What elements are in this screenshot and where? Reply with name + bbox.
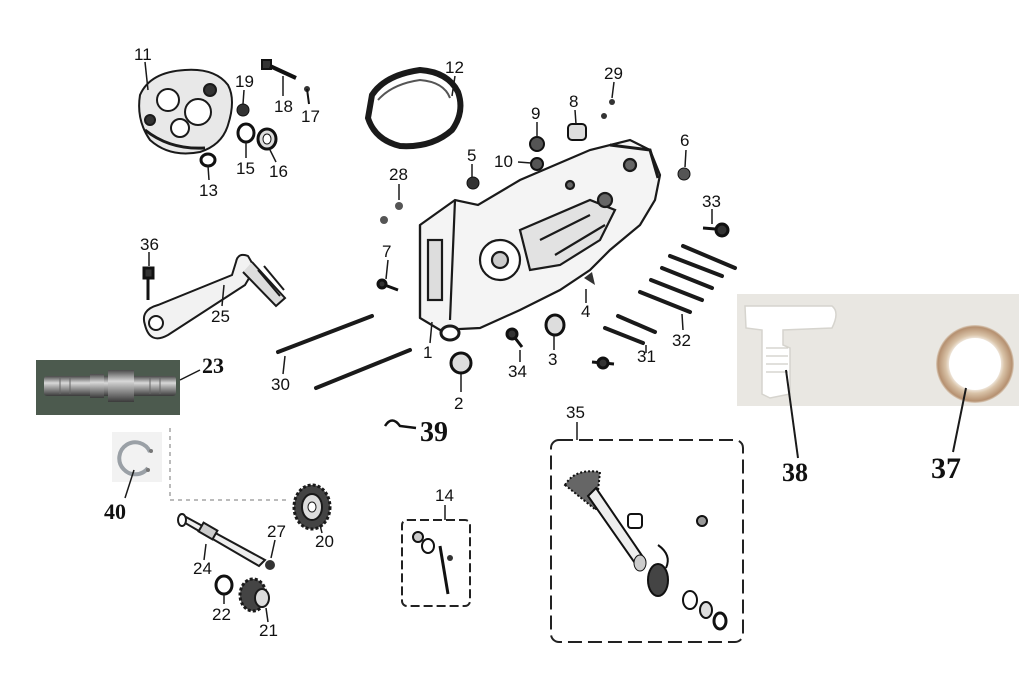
part-17-pin: [304, 86, 310, 105]
part-10-nut: [530, 157, 544, 171]
callout-14: 14: [435, 486, 454, 505]
callout-1: 1: [423, 343, 433, 362]
callout-15: 15: [236, 159, 255, 178]
callout-39: 39: [420, 417, 448, 448]
callout-16: 16: [269, 162, 288, 181]
callout-4: 4: [581, 302, 591, 321]
callout-24: 24: [193, 559, 212, 578]
part-11-cover: [138, 68, 233, 155]
part-30-studs: [276, 314, 412, 390]
part-7-bolt: [376, 278, 399, 292]
callout-32: 32: [672, 331, 691, 350]
callout-22: 22: [212, 605, 231, 624]
part-28-dowels: [380, 202, 403, 224]
part-33-bolt: [702, 222, 730, 238]
part-15-bearing: [236, 122, 256, 144]
part-22-washer: [214, 574, 234, 596]
part-24-shaft: [177, 513, 267, 568]
part-35-group-box: [550, 422, 744, 643]
callout-34: 34: [508, 362, 527, 381]
callout-37: 37: [931, 452, 961, 485]
callout-21: 21: [259, 621, 278, 640]
callout-38: 38: [782, 458, 808, 487]
callout-31: 31: [637, 347, 656, 366]
dashed-separator: [169, 428, 290, 501]
callout-40: 40: [104, 499, 126, 524]
callout-7: 7: [382, 242, 392, 261]
part-36-bolt: [142, 266, 155, 300]
photo-37-38: [737, 294, 1019, 406]
part-23-shaft-photo: [36, 360, 180, 415]
part-40-circlip-photo: [112, 432, 162, 482]
part-31-32-bolts: [603, 244, 737, 345]
callout-13: 13: [199, 181, 218, 200]
callout-11: 11: [134, 45, 152, 64]
part-3-seal: [544, 313, 566, 337]
part-1-crankcase: [418, 138, 662, 342]
part-5-plug: [466, 176, 480, 190]
part-19-nut: [236, 103, 250, 117]
part-34-bolt: [505, 327, 524, 348]
callout-27: 27: [267, 522, 286, 541]
part-25-kick-lever: [142, 253, 287, 340]
callout-33: 33: [702, 192, 721, 211]
callout-35: 35: [566, 403, 585, 422]
part-18-bolt: [261, 59, 297, 80]
leader-11: [144, 61, 149, 91]
part-21-gear: [238, 577, 270, 613]
callout-6: 6: [680, 131, 690, 150]
callout-29: 29: [604, 64, 623, 83]
callout-18: 18: [274, 97, 293, 116]
part-27-nut: [265, 560, 275, 570]
part-20-gear: [292, 483, 332, 531]
callout-9: 9: [531, 104, 541, 123]
callout-2: 2: [454, 394, 464, 413]
callout-12: 12: [445, 58, 464, 77]
part-2-bushing: [449, 351, 473, 375]
part-12-gasket: [364, 66, 464, 150]
callout-25: 25: [211, 307, 230, 326]
part-9-nut: [529, 136, 545, 152]
callout-8: 8: [569, 92, 579, 111]
callout-28: 28: [389, 165, 408, 184]
callout-19: 19: [235, 72, 254, 91]
callout-23: 23: [202, 353, 224, 378]
part-drain-screw: [591, 356, 615, 370]
callout-17: 17: [301, 107, 320, 126]
part-39-clip: [383, 419, 417, 430]
part-14-group-box: [401, 505, 471, 607]
callout-20: 20: [315, 532, 334, 551]
callout-5: 5: [467, 146, 477, 165]
part-8-bushing: [567, 123, 587, 141]
part-6-plug: [677, 167, 691, 181]
part-4-plug: [584, 272, 595, 285]
callout-30: 30: [271, 375, 290, 394]
part-29-dowel: [601, 99, 615, 119]
callout-10: 10: [494, 152, 513, 171]
callout-36: 36: [140, 235, 159, 254]
part-16-bearing: [256, 127, 278, 151]
callout-3: 3: [548, 350, 558, 369]
part-13-seal: [199, 152, 217, 168]
